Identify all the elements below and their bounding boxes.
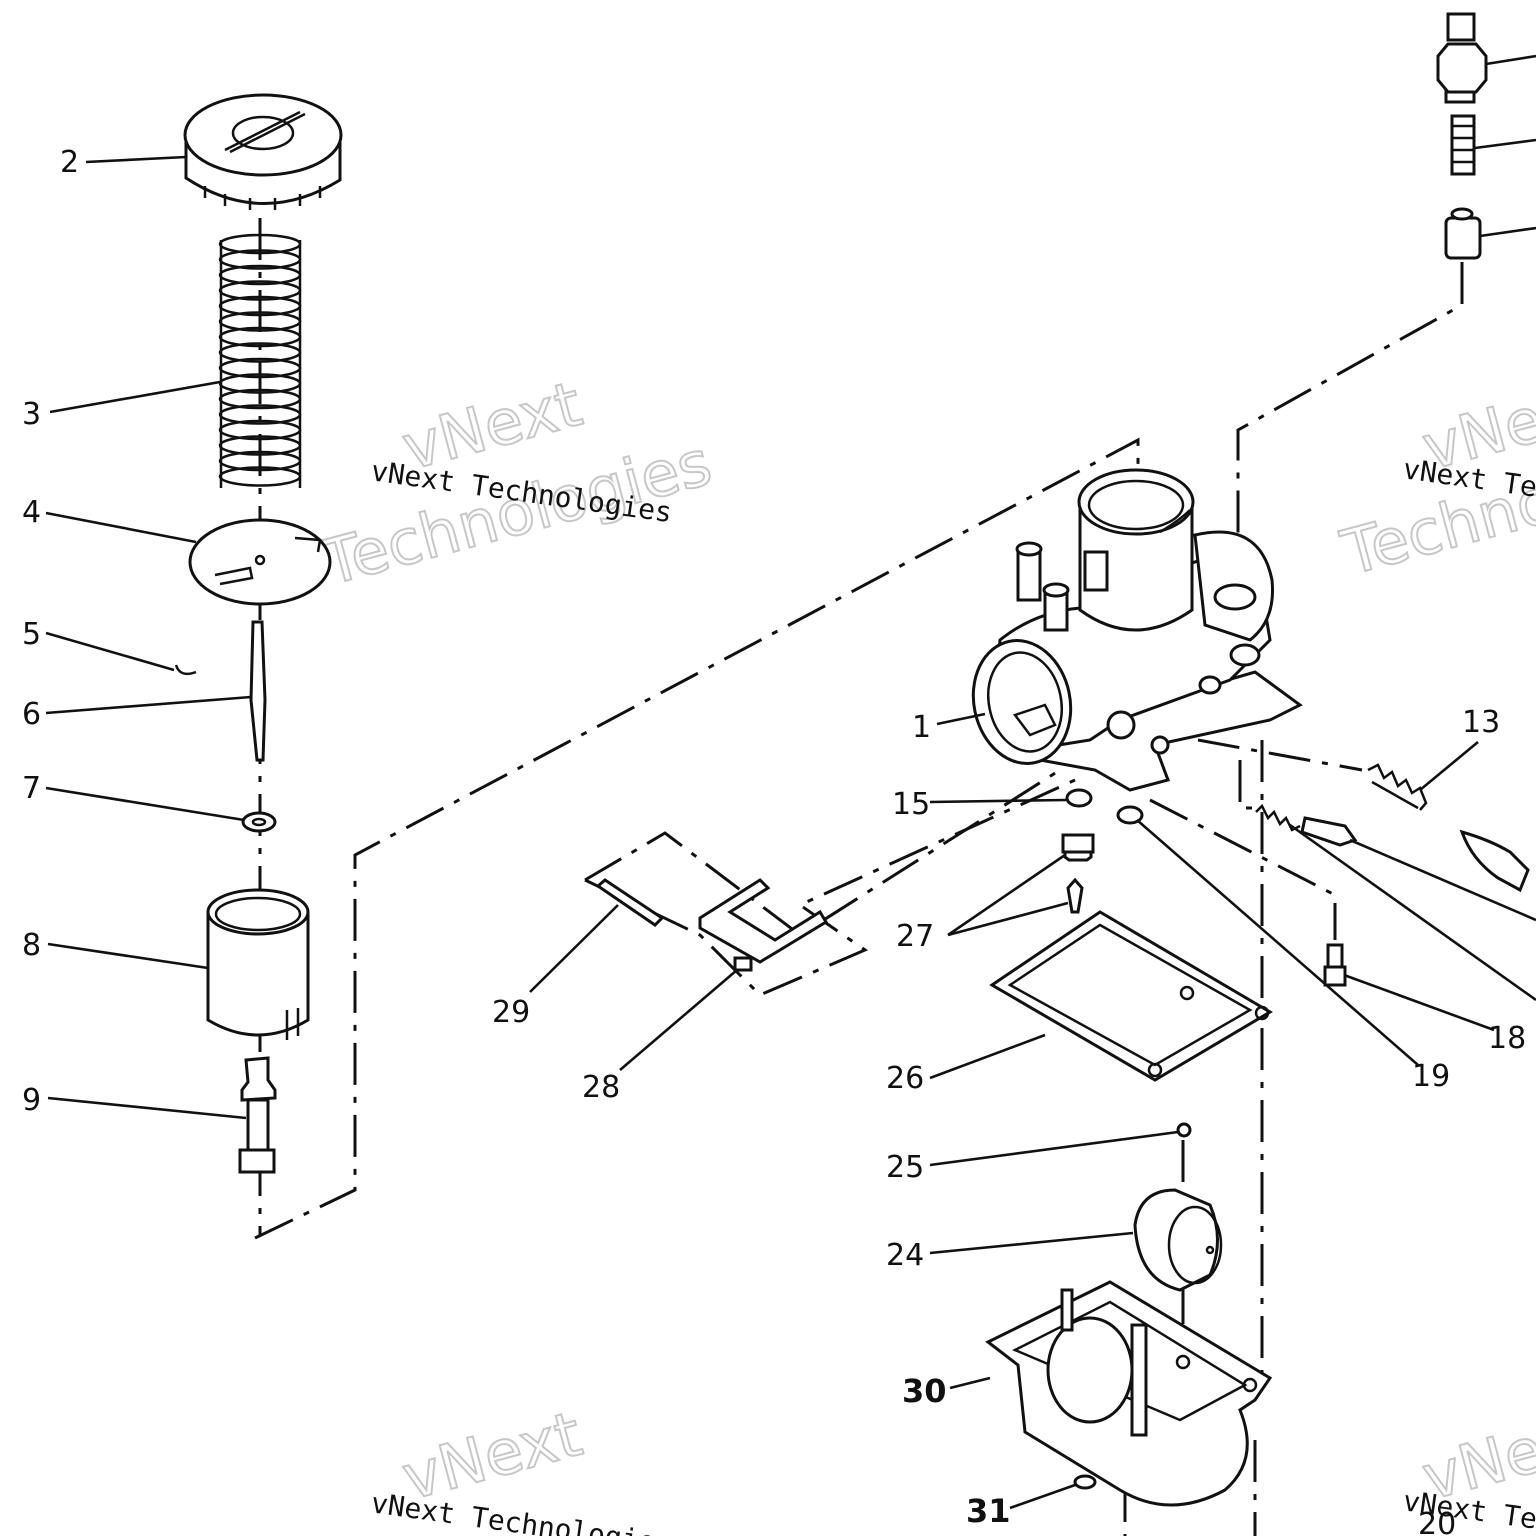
part-3-spring xyxy=(218,233,302,488)
callout-2: 2 xyxy=(60,145,79,180)
callout-6: 6 xyxy=(22,697,41,732)
callout-20: 20 xyxy=(1418,1507,1456,1536)
watermark-line-bottom-left: vNext Technologies xyxy=(369,1486,674,1536)
part-15-washer xyxy=(1065,788,1093,808)
callout-25: 25 xyxy=(886,1150,924,1185)
callout-9: 9 xyxy=(22,1083,41,1118)
part-29-float-pin xyxy=(595,878,665,927)
part-8-throttle-slide xyxy=(206,888,310,1040)
centerline-pilot-jet xyxy=(1149,798,1337,940)
leader-lines xyxy=(45,54,1536,1510)
assembly-centerlines xyxy=(254,218,1464,1536)
callout-labels: 2 3 4 5 6 7 8 9 1 13 15 18 19 20 24 25 2… xyxy=(22,145,1526,1536)
part-4-plate xyxy=(188,518,332,606)
callout-4: 4 xyxy=(22,495,41,530)
part-30-float-bowl xyxy=(985,1280,1273,1507)
callout-26: 26 xyxy=(886,1061,924,1096)
callout-24: 24 xyxy=(886,1238,924,1273)
part-25-pin xyxy=(1176,1122,1192,1138)
part-13-idle-spring xyxy=(1367,763,1530,893)
part-19-washer xyxy=(1116,805,1144,825)
part-7-washer xyxy=(241,811,277,833)
callout-31: 31 xyxy=(966,1492,1011,1530)
centerline-float-assembly-b xyxy=(584,778,1076,997)
part-27-needle-valve xyxy=(1061,833,1095,914)
part-pilot-screw xyxy=(1255,803,1358,847)
callout-30: 30 xyxy=(902,1372,947,1410)
part-26-gasket xyxy=(989,910,1273,1082)
centerline-idle-screw xyxy=(1197,738,1363,772)
callout-13: 13 xyxy=(1462,705,1500,740)
centerline-slide-to-body xyxy=(254,437,1140,1240)
callout-8: 8 xyxy=(22,928,41,963)
callout-1: 1 xyxy=(912,710,931,745)
callout-27: 27 xyxy=(896,919,934,954)
part-5-clip xyxy=(174,664,197,676)
part-1-carburetor-body xyxy=(971,468,1303,792)
part-6-needle xyxy=(249,620,267,762)
part-24-float xyxy=(1133,1188,1223,1292)
callout-29: 29 xyxy=(492,995,530,1030)
part-9-jet-holder xyxy=(238,1056,277,1174)
centerline-top-right-fitting xyxy=(1236,262,1464,585)
callout-18: 18 xyxy=(1488,1021,1526,1056)
callout-19: 19 xyxy=(1412,1059,1450,1094)
part-2-cap xyxy=(183,93,343,210)
part-31-drain-plug xyxy=(1073,1474,1097,1490)
callout-28: 28 xyxy=(582,1070,620,1105)
centerline-float-assembly-a xyxy=(584,768,1061,937)
callout-15: 15 xyxy=(892,787,930,822)
callout-3: 3 xyxy=(22,397,41,432)
part-28-float-arm xyxy=(698,878,829,972)
part-18-pilot-jet xyxy=(1323,943,1347,987)
centerline-pilot-screw xyxy=(1238,760,1262,810)
watermark-line-group: vNext Technologies vNext Technologies vN… xyxy=(369,452,1536,1536)
part-top-right-fitting-stack xyxy=(1436,12,1488,260)
callout-7: 7 xyxy=(22,771,41,806)
callout-5: 5 xyxy=(22,617,41,652)
